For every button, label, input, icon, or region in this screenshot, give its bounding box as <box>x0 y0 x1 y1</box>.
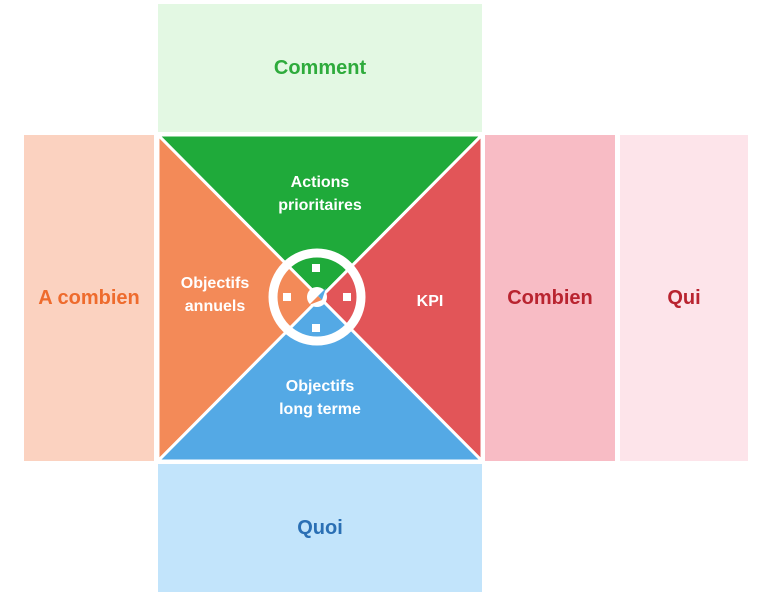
panel-qui: Qui <box>620 135 748 461</box>
panel-comment: Comment <box>158 4 482 132</box>
label-objectifs-long-terme: Objectifs long terme <box>279 378 361 418</box>
panel-a-combien: A combien <box>24 135 154 461</box>
label-actions-prioritaires: Actions prioritaires <box>278 174 362 214</box>
compass-icon <box>268 248 366 346</box>
panel-comment-label: Comment <box>273 56 367 79</box>
panel-quoi: Quoi <box>158 464 482 592</box>
label-kpi: KPI <box>416 293 444 310</box>
triangle-bottom <box>154 295 486 463</box>
label-objectifs-annuels: Objectifs annuels <box>180 275 250 315</box>
panel-qui-label: Qui <box>667 286 701 309</box>
panel-quoi-label: Quoi <box>297 516 343 539</box>
panel-a-combien-label: A combien <box>38 286 140 309</box>
panel-combien: Combien <box>485 135 615 461</box>
panel-combien-label: Combien <box>507 286 593 309</box>
